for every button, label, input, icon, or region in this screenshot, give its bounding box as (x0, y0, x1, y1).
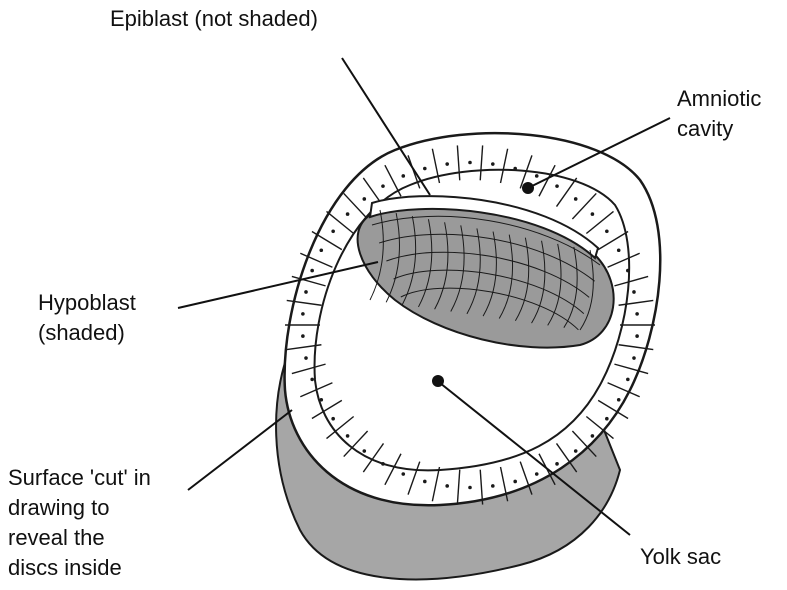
cell-nucleus (423, 167, 427, 171)
cell-nucleus (319, 398, 323, 402)
cell-nucleus (574, 197, 578, 201)
cell-nucleus (331, 417, 335, 421)
cell-nucleus (555, 462, 559, 466)
cell-nucleus (331, 229, 335, 233)
cell-nucleus (468, 486, 472, 490)
cell-nucleus (555, 184, 559, 188)
cell-nucleus (591, 212, 595, 216)
cell-nucleus (617, 398, 621, 402)
cell-nucleus (617, 248, 621, 252)
label-surface-line-4: discs inside (8, 553, 151, 583)
cell-nucleus (304, 356, 308, 360)
cell-nucleus (423, 480, 427, 484)
cell-nucleus (574, 449, 578, 453)
label-amniotic-line-2: cavity (677, 114, 761, 144)
cell-nucleus (401, 472, 405, 476)
cell-nucleus (445, 162, 449, 166)
yolk-sac-dot (432, 375, 444, 387)
cell-nucleus (605, 417, 609, 421)
cell-nucleus (626, 378, 630, 382)
label-surface-cut: Surface 'cut' in drawing to reveal the d… (8, 463, 151, 583)
label-surface-line-3: reveal the (8, 523, 151, 553)
label-hypoblast: Hypoblast (shaded) (38, 288, 136, 348)
cell-nucleus (401, 174, 405, 178)
label-hypoblast-line-2: (shaded) (38, 318, 136, 348)
cell-nucleus (381, 184, 385, 188)
cell-nucleus (635, 334, 639, 338)
cell-nucleus (346, 212, 350, 216)
cell-nucleus (513, 480, 517, 484)
cell-nucleus (310, 378, 314, 382)
label-hypoblast-line-1: Hypoblast (38, 288, 136, 318)
cell-nucleus (635, 312, 639, 316)
label-surface-line-1: Surface 'cut' in (8, 463, 151, 493)
cell-nucleus (491, 484, 495, 488)
cell-nucleus (513, 167, 517, 171)
cell-nucleus (301, 334, 305, 338)
label-epiblast: Epiblast (not shaded) (110, 4, 318, 34)
cell-nucleus (591, 434, 595, 438)
cell-nucleus (310, 269, 314, 273)
cell-nucleus (632, 356, 636, 360)
cell-nucleus (362, 197, 366, 201)
cell-nucleus (605, 229, 609, 233)
cell-nucleus (535, 174, 539, 178)
cell-nucleus (445, 484, 449, 488)
label-amniotic-line-1: Amniotic (677, 84, 761, 114)
label-surface-line-2: drawing to (8, 493, 151, 523)
cell-nucleus (468, 161, 472, 165)
cell-nucleus (626, 269, 630, 273)
cell-nucleus (491, 162, 495, 166)
cell-nucleus (346, 434, 350, 438)
cell-nucleus (301, 312, 305, 316)
cell-nucleus (535, 472, 539, 476)
amniotic-cavity-dot (522, 182, 534, 194)
cell-nucleus (304, 290, 308, 294)
label-amniotic-cavity: Amniotic cavity (677, 84, 761, 144)
cell-nucleus (381, 462, 385, 466)
cell-nucleus (362, 449, 366, 453)
label-yolk-sac: Yolk sac (640, 542, 721, 572)
cell-nucleus (319, 248, 323, 252)
cell-nucleus (632, 290, 636, 294)
